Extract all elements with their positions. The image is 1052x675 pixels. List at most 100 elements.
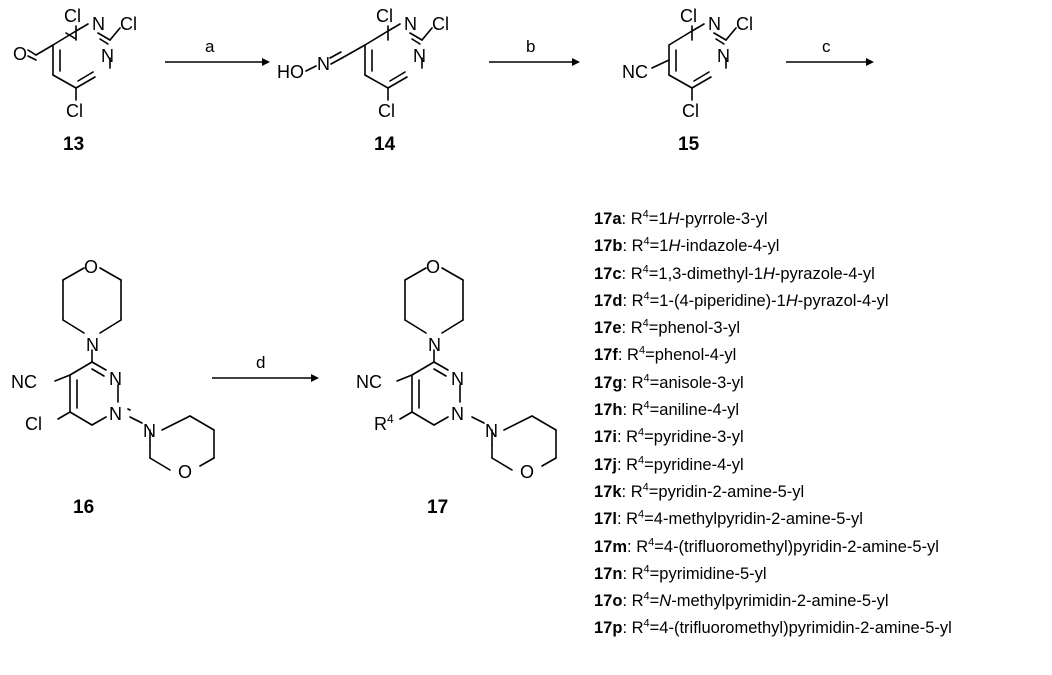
atom-o: O — [84, 257, 98, 277]
bond — [330, 57, 343, 65]
reagent-label: c — [822, 37, 831, 56]
bond — [396, 374, 413, 382]
bond — [161, 415, 191, 431]
compound-15: Cl N Cl N NC Cl 15 — [622, 6, 753, 155]
bond — [91, 368, 105, 377]
bond — [651, 59, 670, 69]
arrow-step-a: a — [165, 37, 270, 66]
atom-n: N — [101, 46, 114, 66]
bond — [404, 267, 427, 281]
r-group-code: 17i — [594, 428, 617, 447]
bond — [27, 55, 37, 61]
r-group-text: -pyrazole-4-yl — [774, 264, 875, 283]
bond — [305, 65, 317, 72]
reagent-label: d — [256, 353, 265, 372]
bond — [364, 74, 389, 89]
atom-n: N — [451, 369, 464, 389]
bond — [725, 27, 737, 41]
atom-nc: NC — [11, 372, 37, 392]
bond — [127, 408, 131, 411]
bond — [99, 267, 122, 281]
r-group-text: 4-methylpyridin-2-amine-5-yl — [653, 510, 863, 529]
atom-n: N — [708, 14, 721, 34]
compound-16: O N NC N Cl N N O 16 — [11, 257, 215, 518]
arrow-step-d: d — [212, 353, 319, 382]
atom-o: O — [520, 462, 534, 482]
atom-cl: Cl — [432, 14, 449, 34]
compound-label: 15 — [678, 134, 700, 155]
r-group-item: 17f: R4=phenol-4-yl — [594, 344, 737, 365]
bond — [387, 23, 401, 32]
bond — [35, 44, 54, 56]
bond — [713, 32, 727, 41]
atom-n: N — [109, 404, 122, 424]
r-group-code: 17f — [594, 346, 618, 365]
r-group-item: 17j: R4=pyridine-4-yl — [594, 454, 744, 474]
bond — [77, 71, 94, 82]
r-group-text: -indazole-4-yl — [680, 237, 780, 256]
r-group-item: 17h: R4=aniline-4-yl — [594, 399, 740, 420]
arrow-step-c: c — [786, 37, 874, 66]
bond — [91, 361, 107, 371]
r-group-text: pyridine-4-yl — [653, 455, 744, 474]
r-group-code: 17g — [594, 373, 623, 392]
atom-cl: Cl — [120, 14, 137, 34]
r-group-code: 17j — [594, 455, 617, 474]
bond — [99, 38, 109, 45]
bond — [411, 38, 421, 45]
r-group-code: 17k — [594, 482, 622, 501]
bond — [99, 319, 122, 334]
atom-cl: Cl — [66, 101, 83, 121]
r-group-code: 17a — [594, 210, 622, 228]
bond — [389, 71, 406, 82]
bond — [421, 27, 433, 41]
bond — [433, 416, 449, 426]
bond — [409, 32, 423, 41]
atom-cl: Cl — [680, 6, 697, 26]
r-group-item: 17m: R4=4-(trifluoromethyl)pyridin-2-ami… — [594, 536, 939, 556]
compound-label: 14 — [374, 134, 396, 155]
bond — [75, 23, 89, 32]
bond — [52, 30, 77, 46]
r-group-item: 17n: R4=pyrimidine-5-yl — [594, 563, 767, 583]
bond — [52, 74, 77, 89]
r-group-item: 17l: R4=4-methylpyridin-2-amine-5-yl — [594, 508, 863, 529]
r-group-code: 17c — [594, 264, 622, 283]
atom-n: N — [86, 335, 99, 355]
r-group-text: H — [667, 210, 680, 228]
bond — [541, 457, 557, 467]
atom-cl: Cl — [376, 6, 393, 26]
r-group-text: 1-(4-piperidine)-1 — [659, 291, 786, 310]
r-group-text: pyrimidine-5-yl — [659, 564, 767, 583]
r-group-text: 4-(trifluoromethyl)pyrimidin-2-amine-5-y… — [659, 619, 952, 638]
r-group-code: 17l — [594, 510, 617, 529]
reagent-label: b — [526, 37, 535, 56]
bond — [364, 30, 389, 46]
atom-o: O — [178, 462, 192, 482]
r-group-text: -pyrazol-4-yl — [797, 291, 889, 310]
bond — [531, 415, 557, 431]
r-group-item: 17g: R4=anisole-3-yl — [594, 372, 744, 392]
r-group-code: 17e — [594, 319, 622, 338]
bond — [441, 319, 464, 334]
bond — [329, 51, 342, 59]
r-group-text: 1,3-dimethyl-1 — [658, 264, 763, 283]
bond — [91, 416, 107, 426]
r-group-text: pyridin-2-amine-5-yl — [658, 482, 805, 501]
r-group-text: -methylpyrimidin-2-amine-5-yl — [671, 592, 889, 611]
r-group-text: H — [762, 264, 775, 283]
atom-n: N — [485, 421, 498, 441]
atom-cl: Cl — [736, 14, 753, 34]
atom-n: N — [109, 369, 122, 389]
r-group-text: -pyrrole-3-yl — [679, 210, 768, 228]
r-group-code: 17m — [594, 537, 628, 556]
bond — [411, 411, 435, 426]
bond — [341, 44, 366, 59]
r-group-code: 17n — [594, 564, 623, 583]
r-group-text: 4-(trifluoromethyl)pyridin-2-amine-5-yl — [663, 537, 939, 556]
bond — [411, 361, 435, 376]
atom-n: N — [143, 421, 156, 441]
atom-o: O — [426, 257, 440, 277]
atom-nc: NC — [356, 372, 382, 392]
r-group-text: anisole-3-yl — [659, 373, 744, 392]
